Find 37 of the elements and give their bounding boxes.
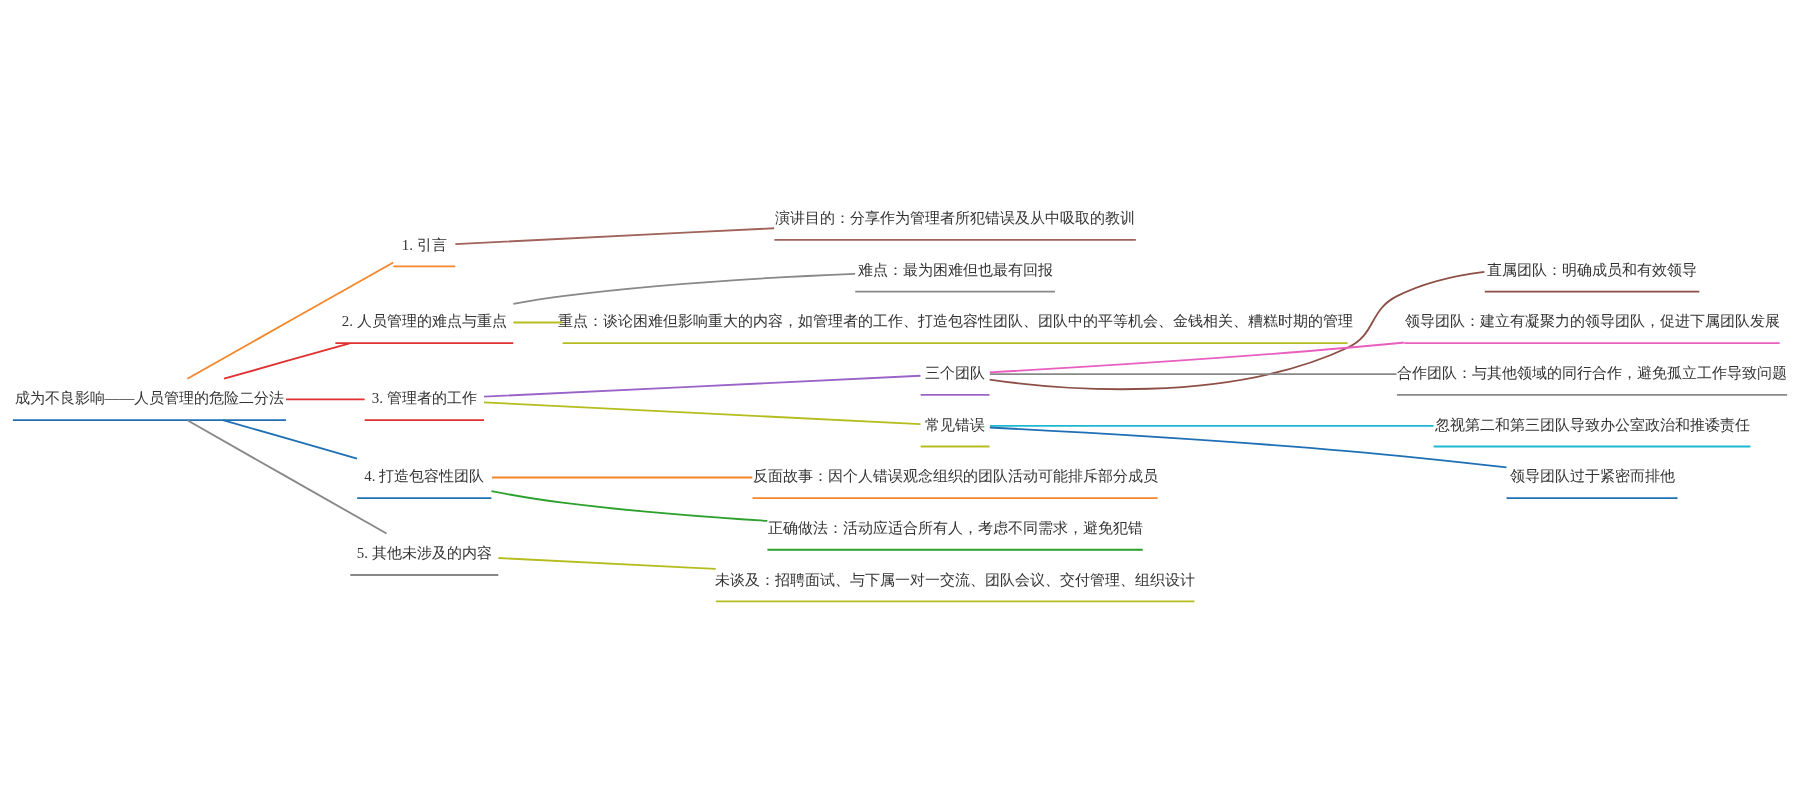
node-text: 演讲目的：分享作为管理者所犯错误及从中吸取的教训 xyxy=(775,209,1136,228)
node-text: 未谈及：招聘面试、与下属一对一交流、团队会议、交付管理、组织设计 xyxy=(715,570,1196,589)
connector xyxy=(989,373,1398,376)
connector xyxy=(512,272,856,305)
node-text: 领导团队过于紧密而排他 xyxy=(1509,467,1675,486)
node-text: 难点：最为困难但也最有回报 xyxy=(857,260,1053,279)
connector xyxy=(222,419,358,460)
connector xyxy=(988,341,1406,374)
node-text: 1. 引言 xyxy=(401,236,447,253)
node-text: 领导团队：建立有凝聚力的领导团队，促进下属团队发展 xyxy=(1404,312,1780,331)
connector xyxy=(988,426,1508,469)
connector xyxy=(285,398,366,401)
connector xyxy=(186,261,395,380)
connector xyxy=(483,401,922,426)
connector xyxy=(223,342,351,380)
connector xyxy=(490,476,754,479)
connector xyxy=(186,419,388,535)
connector xyxy=(483,374,922,398)
node-text: 合作团队：与其他领域的同行合作，避免孤立工作导致问题 xyxy=(1397,364,1788,383)
node-text: 直属团队：明确成员和有效领导 xyxy=(1487,260,1698,279)
connector xyxy=(512,321,564,324)
node-text: 4. 打造包容性团队 xyxy=(364,468,485,485)
connector xyxy=(988,270,1486,391)
node-text: 2. 人员管理的难点与重点 xyxy=(341,313,507,330)
node-text: 忽视第二和第三团队导致办公室政治和推诿责任 xyxy=(1434,415,1750,434)
connector xyxy=(989,424,1435,427)
node-text: 5. 其他未涉及的内容 xyxy=(356,545,492,562)
connector xyxy=(490,490,769,522)
node-text: 成为不良影响——人员管理的危险二分法 xyxy=(14,390,285,407)
connector xyxy=(497,557,717,570)
node-text: 重点：谈论困难但影响重大的内容，如管理者的工作、打造包容性团队、团队中的平等机会、金钱相关、糟糕时期的管理 xyxy=(557,312,1353,331)
node-text: 三个团队 xyxy=(925,364,986,383)
connector xyxy=(454,227,776,246)
node-text: 反面故事：因个人错误观念组织的团队活动可能排斥部分成员 xyxy=(752,467,1158,486)
node-text: 常见错误 xyxy=(925,415,986,434)
node-text: 正确做法：活动应适合所有人，考虑不同需求，避免犯错 xyxy=(767,519,1143,538)
node-text: 3. 管理者的工作 xyxy=(371,390,477,407)
